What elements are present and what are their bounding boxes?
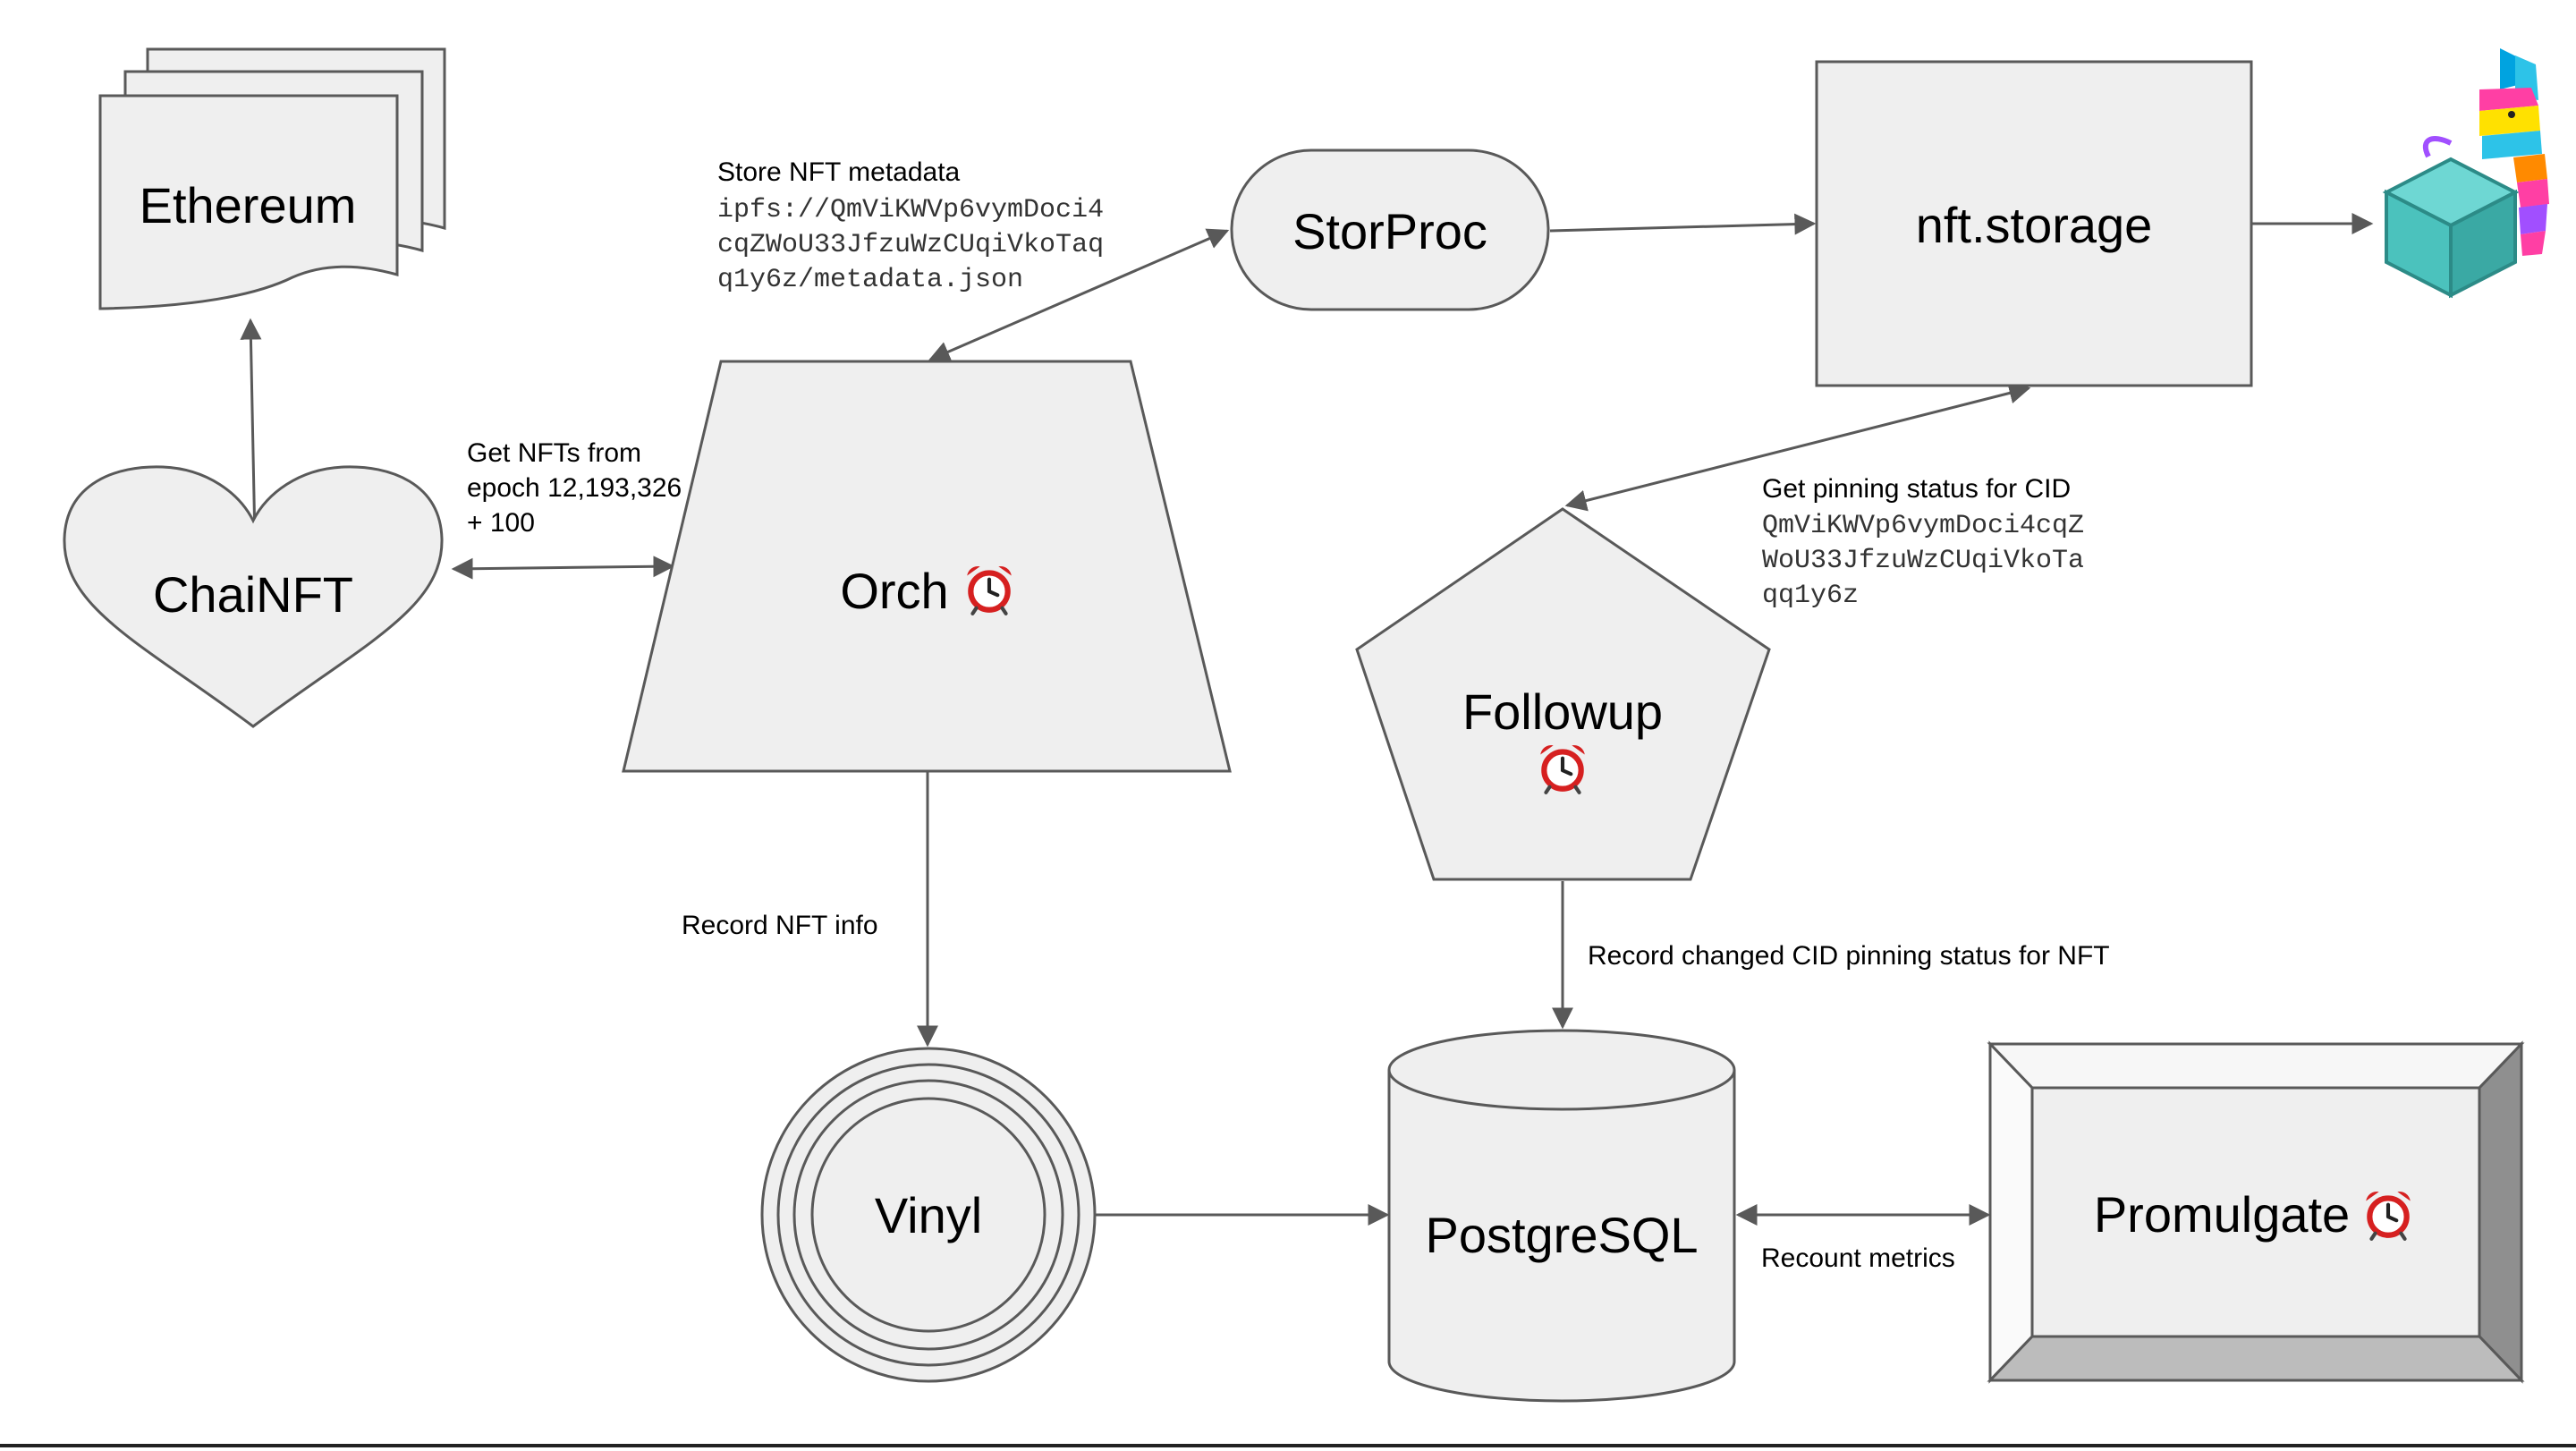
edge-label-record-cid-status: Record changed CID pinning status for NF… (1588, 941, 2110, 971)
get-nfts-line: epoch 12,193,326 (467, 473, 682, 503)
followup-label: Followup (1462, 683, 1663, 740)
get-nfts-line: Get NFTs from (467, 438, 641, 468)
edge-label-record-nft-info: Record NFT info (682, 911, 878, 940)
edge-nftstorage-followup (1564, 382, 2031, 512)
ethereum-label: Ethereum (140, 177, 357, 233)
orch-label: Orch (840, 563, 948, 619)
edge-label-store-metadata: Store NFT metadata ipfs://QmViKWVp6vymDo… (717, 157, 1104, 295)
edge-ethereum-chainft (240, 318, 266, 544)
nft-storage-pinata-logo (2382, 48, 2549, 299)
postgresql-label: PostgreSQL (1425, 1207, 1698, 1263)
node-storproc: StorProc (1230, 148, 1550, 311)
chainft-label: ChaiNFT (153, 566, 353, 623)
pinning-status-cid-line: qq1y6z (1762, 581, 1859, 611)
node-orch: Orch (622, 360, 1232, 773)
nft-storage-label: nft.storage (1916, 197, 2153, 253)
store-metadata-title: Store NFT metadata (717, 157, 961, 187)
edge-chainft-orch (451, 556, 675, 580)
pinning-status-cid-line: WoU33JfzuWzCUqiVkoTa (1762, 546, 2084, 576)
node-nft-storage: nft.storage (1815, 60, 2253, 387)
vinyl-label: Vinyl (875, 1187, 982, 1243)
promulgate-label: Promulgate (2094, 1186, 2350, 1243)
node-ethereum: Ethereum (98, 47, 446, 310)
store-metadata-cid-line: q1y6z/metadata.json (717, 265, 1023, 295)
node-postgresql: PostgreSQL (1387, 1029, 1736, 1403)
node-followup: Followup (1355, 507, 1771, 881)
storproc-label: StorProc (1292, 203, 1487, 259)
edges (240, 213, 2374, 1226)
node-vinyl: Vinyl (760, 1047, 1097, 1383)
edge-storproc-nftstorage (1549, 213, 1817, 235)
node-chainft: ChaiNFT (63, 465, 444, 728)
bottom-divider (0, 1444, 2576, 1447)
edge-orch-storproc (928, 228, 1230, 362)
pinning-status-cid-line: QmViKWVp6vymDoci4cqZ (1762, 511, 2084, 541)
store-metadata-cid-line: ipfs://QmViKWVp6vymDoci4 (717, 195, 1104, 225)
edge-label-get-nfts: Get NFTs from epoch 12,193,326 + 100 (467, 438, 682, 538)
node-promulgate: Promulgate (1987, 1040, 2525, 1384)
pinning-status-title: Get pinning status for CID (1762, 474, 2071, 504)
get-nfts-line: + 100 (467, 508, 535, 538)
edge-label-recount-metrics: Recount metrics (1761, 1243, 1955, 1273)
store-metadata-cid-line: cqZWoU33JfzuWzCUqiVkoTaq (717, 230, 1104, 260)
edge-label-pinning-status: Get pinning status for CID QmViKWVp6vymD… (1762, 474, 2084, 611)
